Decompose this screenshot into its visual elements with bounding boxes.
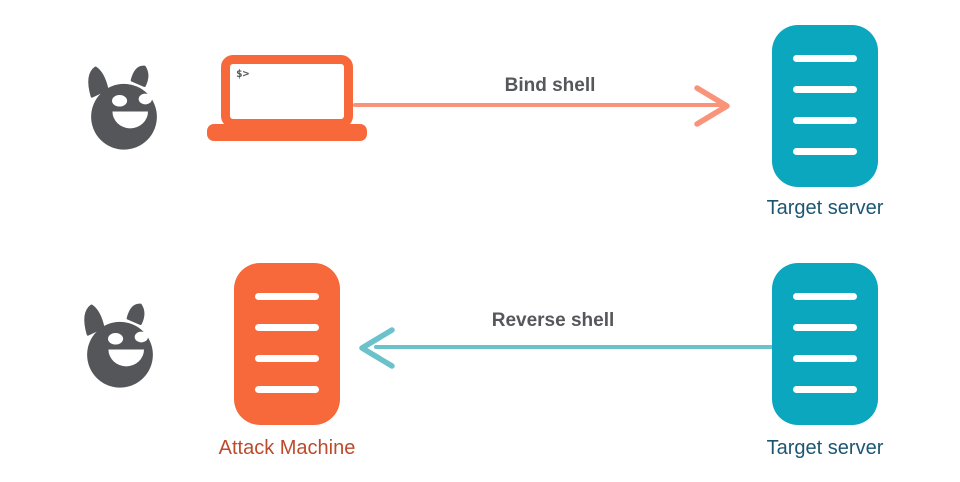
laptop-base — [207, 124, 367, 141]
target-server-icon — [772, 263, 878, 425]
chevron-right-icon — [694, 85, 730, 127]
server-slot-bar — [793, 293, 857, 300]
reverse-shell-arrow-line — [374, 345, 773, 349]
target-server-label: Target server — [766, 197, 884, 219]
server-slot-bar — [255, 386, 319, 393]
server-slot-bar — [793, 324, 857, 331]
laptop-screen: $> — [221, 55, 353, 128]
server-slot-bar — [255, 355, 319, 362]
server-slot-bar — [793, 117, 857, 124]
devil-face-icon — [88, 65, 157, 150]
server-slot-bar — [255, 293, 319, 300]
server-slot-bar — [793, 86, 857, 93]
server-slot-bar — [793, 55, 857, 62]
server-slot-bar — [793, 386, 857, 393]
bind-shell-label: Bind shell — [504, 75, 596, 96]
target-server-icon — [772, 25, 878, 187]
chevron-left-icon — [359, 327, 395, 369]
reverse-shell-label: Reverse shell — [491, 310, 615, 331]
attack-machine-icon — [234, 263, 340, 425]
server-slot-bar — [793, 355, 857, 362]
devil-face-icon — [84, 303, 153, 388]
server-slot-bar — [793, 148, 857, 155]
bind-shell-arrow-line — [353, 103, 727, 107]
server-slot-bar — [255, 324, 319, 331]
attack-machine-label: Attack Machine — [218, 437, 356, 459]
terminal-prompt: $> — [236, 67, 250, 80]
target-server-label: Target server — [766, 437, 884, 459]
